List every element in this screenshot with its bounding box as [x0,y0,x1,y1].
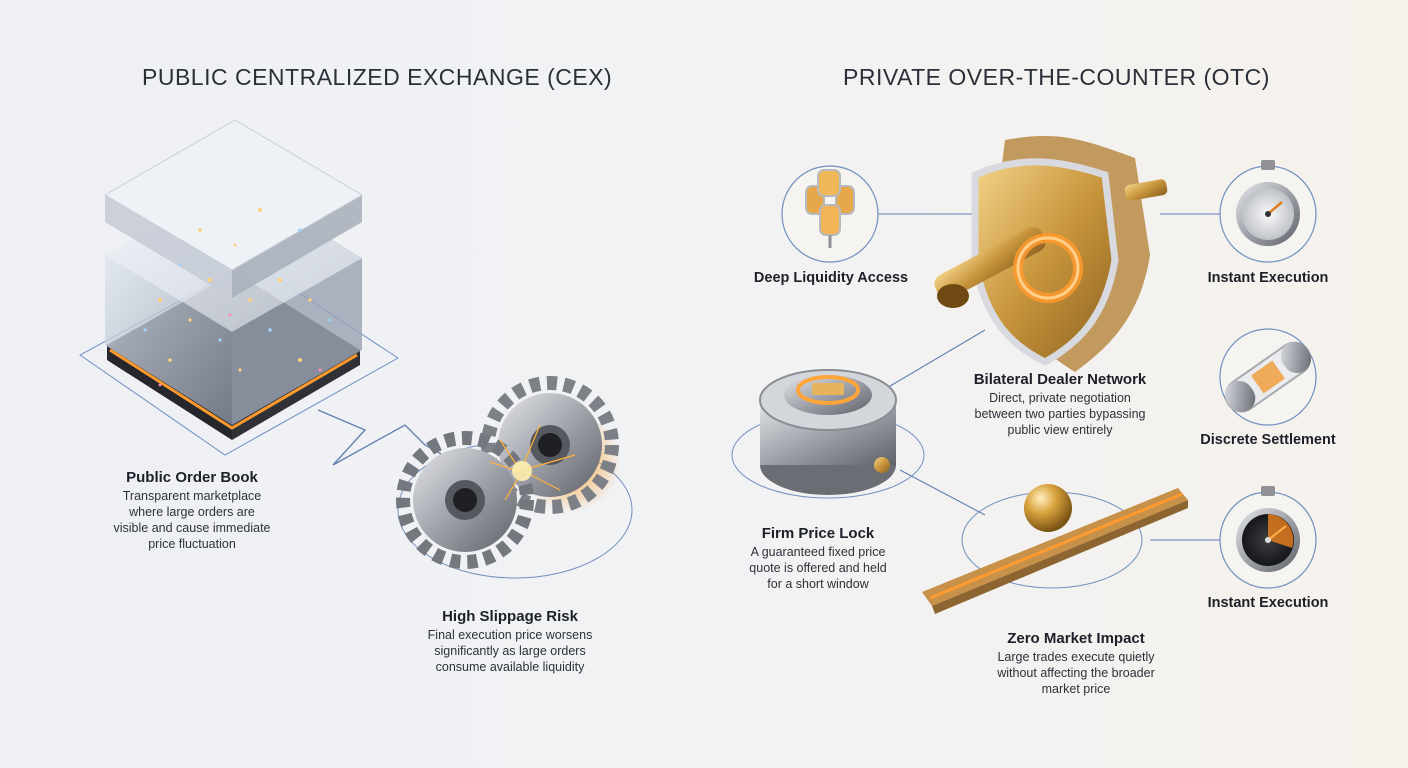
bilateral-label: Bilateral Dealer Network Direct, private… [950,371,1170,438]
bilateral-desc-line: Direct, private negotiation [989,391,1131,405]
order-book-label: Public Order Book Transparent marketplac… [92,469,292,552]
settlement-capsule-icon [1219,328,1317,426]
bilateral-shield-icon [934,136,1168,372]
price-lock-dial-icon [731,369,925,499]
order-book-desc-line: where large orders are [129,505,255,519]
order-book-title: Public Order Book [126,469,258,486]
cex-heading: PUBLIC CENTRALIZED EXCHANGE (CEX) [142,64,613,90]
firm-price-desc-line: quote is offered and held [749,561,887,575]
deep-liquidity-label: Deep Liquidity Access [753,270,909,286]
stopwatch-icon-bottom [1219,486,1317,589]
market-impact-rail-icon [922,484,1188,614]
slippage-label: High Slippage Risk Final execution price… [400,608,620,675]
firm-price-title: Firm Price Lock [761,525,875,542]
otc-connector-lines [878,213,1222,541]
slippage-gears-icon [396,376,633,579]
order-book-cube-icon [79,119,399,456]
slippage-title: High Slippage Risk [442,608,578,625]
discrete-settlement-label: Discrete Settlement [1200,432,1336,448]
liquidity-vessels-icon [781,165,879,263]
zero-impact-desc-line: without affecting the broader [997,666,1155,680]
bilateral-title: Bilateral Dealer Network [973,371,1147,388]
bilateral-desc-line: between two parties bypassing [974,407,1146,421]
order-book-desc-line: Transparent marketplace [122,489,262,503]
firm-price-label: Firm Price Lock A guaranteed fixed price… [718,525,918,592]
slippage-desc-line: significantly as large orders [434,644,586,658]
zero-impact-desc-line: market price [1041,682,1111,696]
stopwatch-icon-top [1219,160,1317,263]
slippage-desc-line: consume available liquidity [435,660,585,674]
instant-execution-bottom-label: Instant Execution [1207,595,1329,611]
slippage-desc-line: Final execution price worsens [427,628,593,642]
otc-heading: PRIVATE OVER-THE-COUNTER (OTC) [843,64,1270,90]
bilateral-desc-line: public view entirely [1007,423,1113,437]
instant-execution-top-label: Instant Execution [1207,270,1329,286]
zero-impact-desc-line: Large trades execute quietly [997,650,1155,664]
order-book-desc-line: price fluctuation [148,537,236,551]
zero-impact-label: Zero Market Impact Large trades execute … [966,630,1186,697]
zero-impact-title: Zero Market Impact [1007,630,1145,647]
order-book-desc-line: visible and cause immediate [113,521,271,535]
firm-price-desc-line: for a short window [767,577,869,591]
firm-price-desc-line: A guaranteed fixed price [750,545,886,559]
